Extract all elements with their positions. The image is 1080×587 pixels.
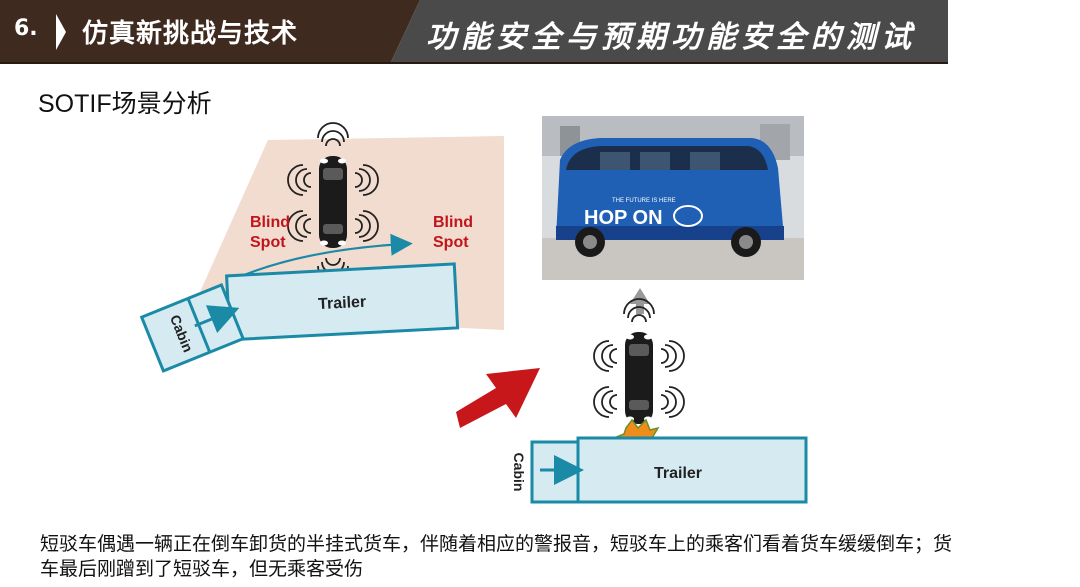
right-trailer-label: Trailer: [654, 465, 702, 482]
right-scene: THE FUTURE IS HERE HOP ON Trailer Cabin: [511, 116, 808, 504]
blind-spot-left-line2: Spot: [250, 234, 286, 251]
left-turn-arrow: [231, 233, 413, 282]
right-cabin-label: Cabin: [511, 453, 527, 492]
blind-spot-left-line1: Blind: [250, 214, 290, 231]
bus-sign: HOP ON: [584, 207, 663, 229]
right-truck: Trailer Cabin: [511, 436, 808, 504]
caption: 短驳车偶遇一辆正在倒车卸货的半挂式货车，伴随着相应的警报音，短驳车上的乘客们看着…: [40, 532, 1070, 582]
caption-line-1: 短驳车偶遇一辆正在倒车卸货的半挂式货车，伴随着相应的警报音，短驳车上的乘客们看着…: [40, 533, 953, 555]
right-trailer: [576, 436, 808, 504]
header-title: 仿真新挑战与技术: [82, 19, 299, 49]
section-title: SOTIF场景分析: [38, 90, 212, 118]
left-cabin: Cabin: [139, 282, 246, 373]
header-banner: 6. 仿真新挑战与技术 功能安全与预期功能安全的测试: [0, 0, 1080, 64]
left-trailer-label: Trailer: [318, 294, 367, 313]
left-truck: Trailer: [225, 262, 460, 342]
caption-line-2: 车最后刚蹭到了短驳车，但无乘客受伤: [40, 558, 364, 580]
header-subtitle: 功能安全与预期功能安全的测试: [426, 20, 916, 55]
blind-spot-right-line2: Spot: [433, 234, 469, 251]
bus-photo: THE FUTURE IS HERE HOP ON: [542, 116, 804, 280]
bus-small-text: THE FUTURE IS HERE: [612, 198, 676, 204]
header-background: [0, 0, 948, 64]
section-number: 6.: [14, 16, 38, 41]
left-scene: Blind Spot Blind Spot Trailer Cabin: [139, 122, 504, 373]
right-car: [593, 298, 685, 424]
transition-arrow: [456, 368, 540, 428]
blind-spot-right-line1: Blind: [433, 214, 473, 231]
right-cabin: [530, 440, 580, 504]
